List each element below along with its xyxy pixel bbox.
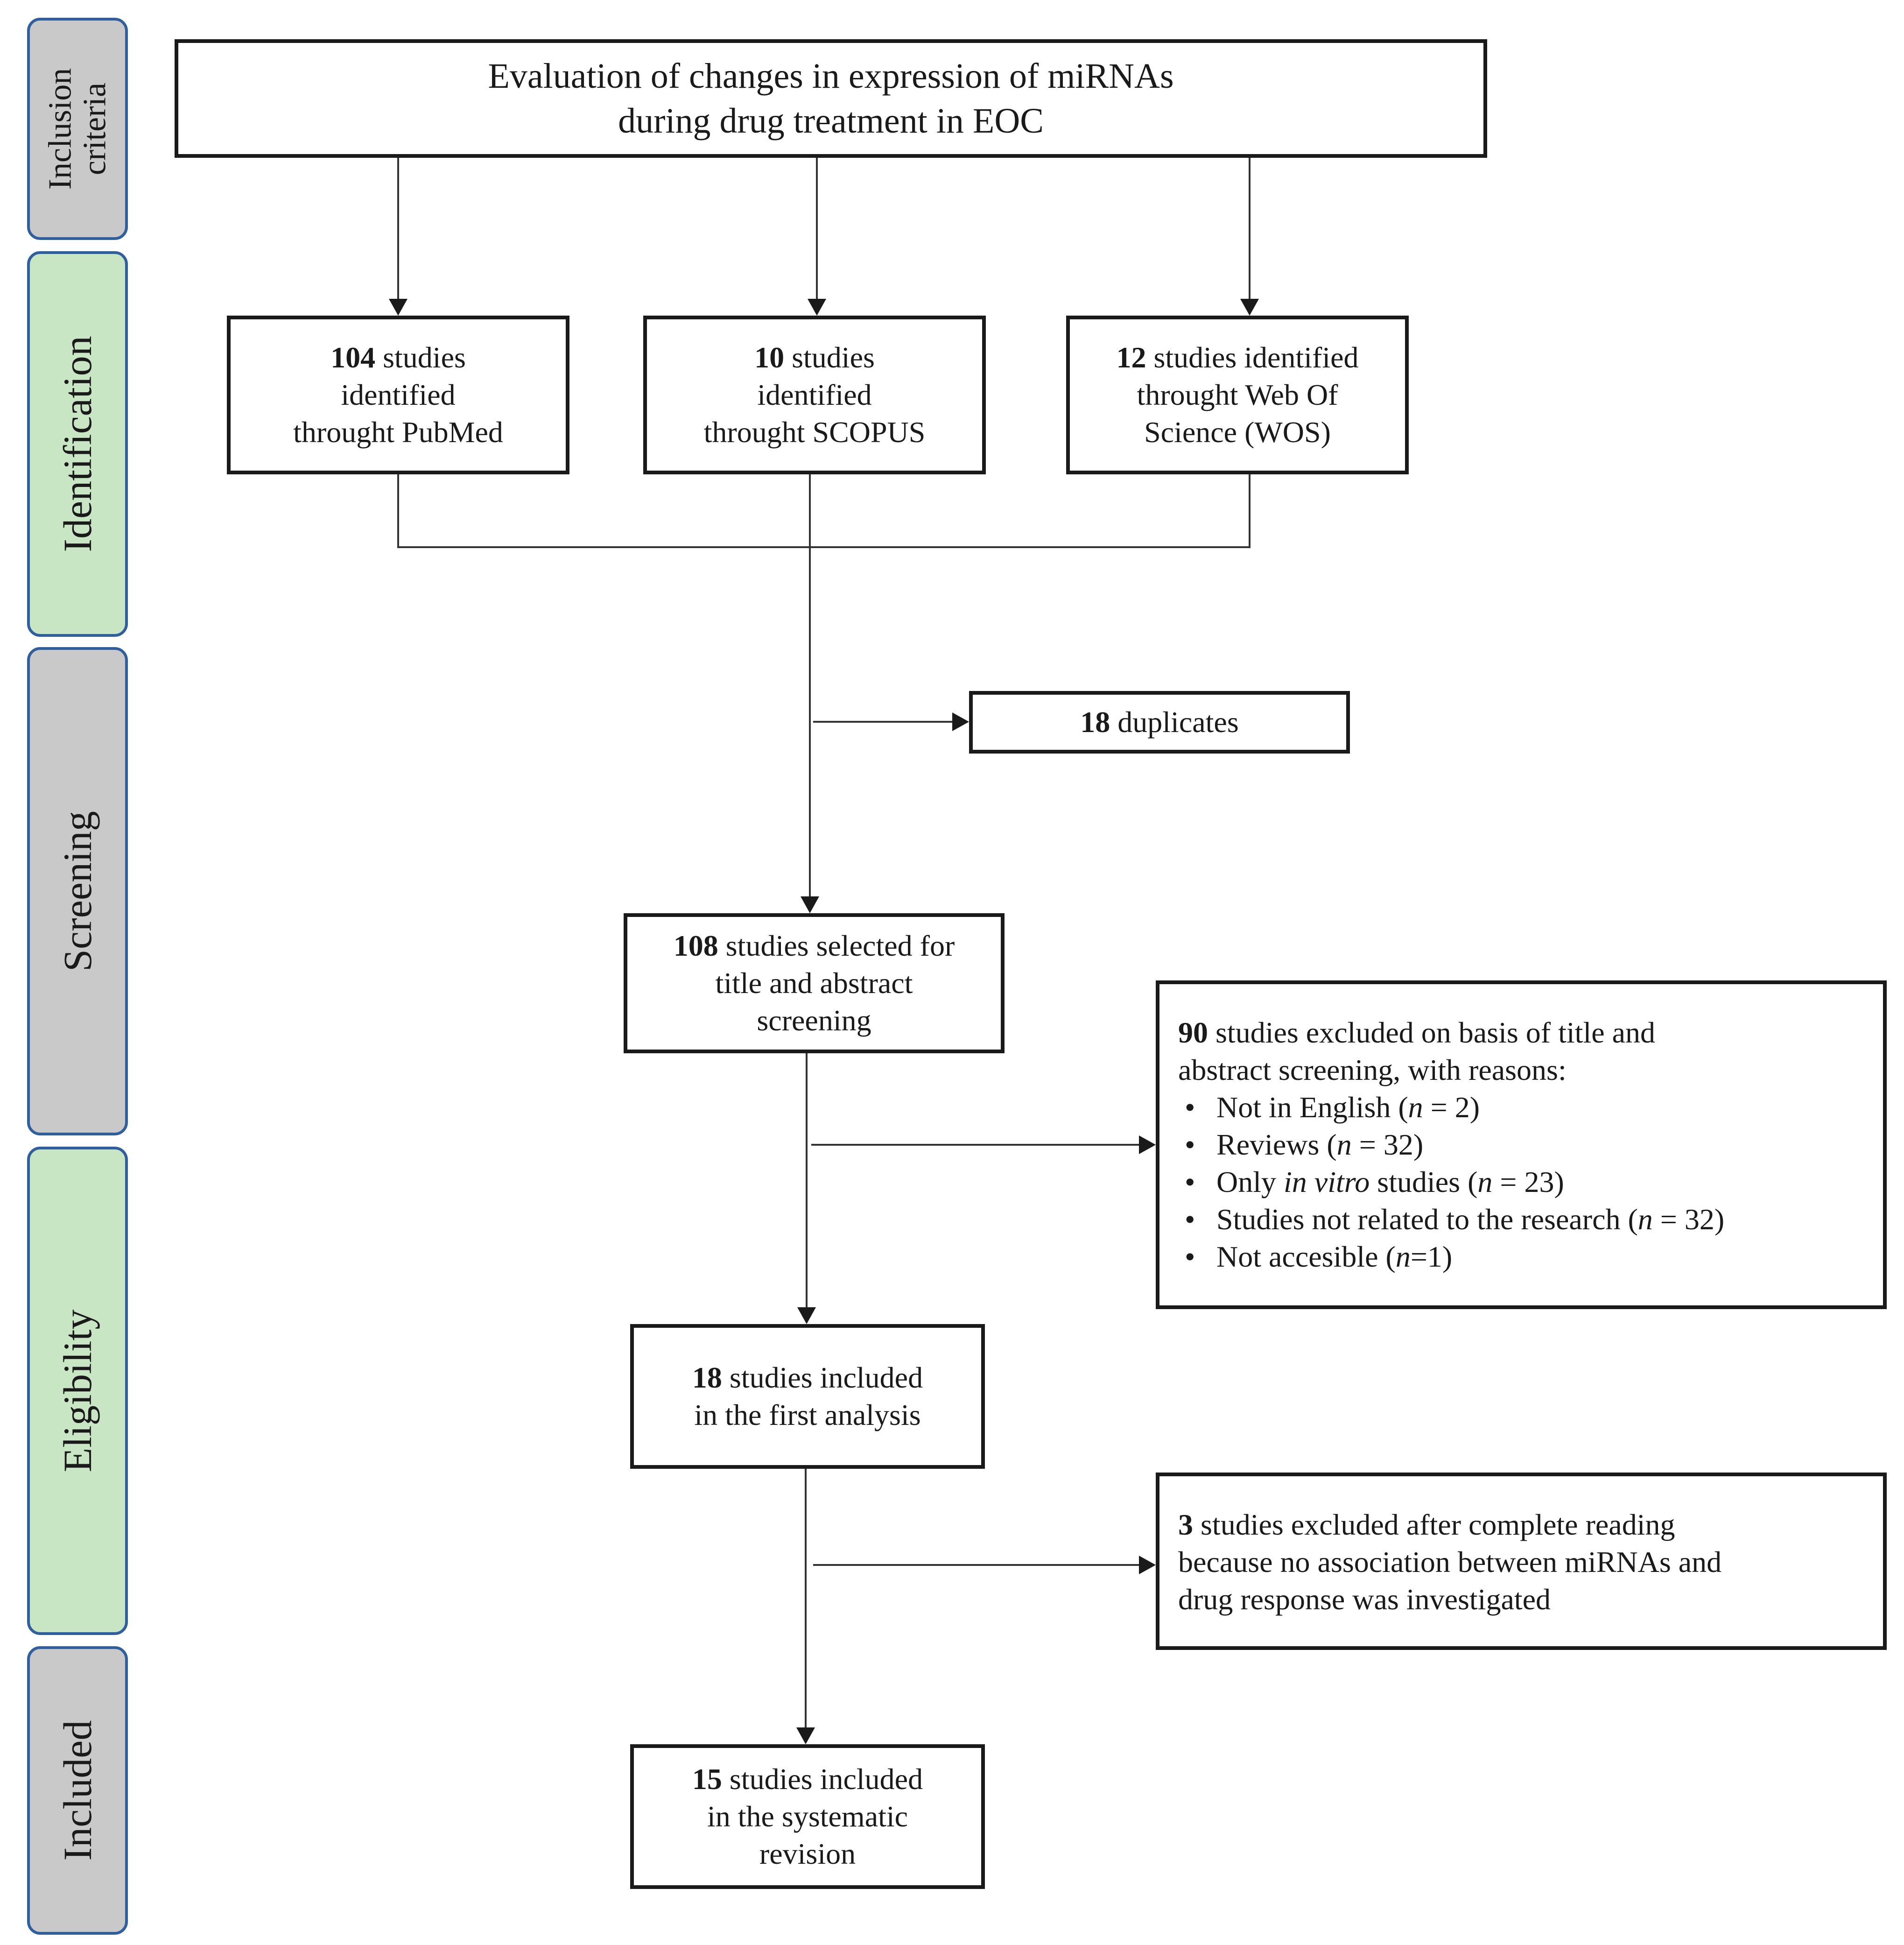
exclusion-reasons-list: Not in English (n = 2) Reviews (n = 32) … xyxy=(1178,1089,1724,1276)
reason-not-english: Not in English (n = 2) xyxy=(1178,1089,1724,1126)
stage-inclusion-criteria: Inclusion criteria xyxy=(27,18,128,240)
final-text2: in the systematic xyxy=(707,1800,908,1833)
scopus-text3: throught SCOPUS xyxy=(703,416,926,449)
final-text3: revision xyxy=(759,1837,856,1870)
pubmed-text3: throught PubMed xyxy=(293,416,503,449)
wos-text1: studies identified xyxy=(1146,341,1359,374)
reason-in-vitro: Only in vitro studies (n = 23) xyxy=(1178,1163,1724,1201)
scopus-text2: identified xyxy=(757,378,872,411)
wos-text3: Science (WOS) xyxy=(1144,416,1331,449)
pubmed-box: 104 studies identified throught PubMed xyxy=(227,316,569,474)
excluded-reading-text3: drug response was investigated xyxy=(1178,1583,1551,1616)
arrowhead-scopus xyxy=(808,299,826,316)
first-analysis-box: 18 studies included in the first analysi… xyxy=(630,1324,985,1469)
merge-line xyxy=(397,474,1251,548)
stage-eligibility: Eligibility xyxy=(27,1147,128,1635)
excluded-screening-count: 90 xyxy=(1178,1016,1208,1049)
excluded-screening-text1: studies excluded on basis of title and xyxy=(1208,1016,1656,1049)
first-analysis-text2: in the first analysis xyxy=(694,1398,921,1431)
excluded-reading-text2: because no association between miRNAs an… xyxy=(1178,1545,1722,1579)
selected-text2: title and abstract xyxy=(715,966,913,1000)
excluded-reading-box: 3 studies excluded after complete readin… xyxy=(1156,1473,1887,1650)
arrowhead-pubmed xyxy=(389,299,407,316)
pubmed-text1: studies xyxy=(375,341,466,374)
arrowhead-selected xyxy=(801,896,819,913)
selected-text3: screening xyxy=(757,1004,871,1037)
stage-screening: Screening xyxy=(27,647,128,1135)
arrowhead-final xyxy=(796,1727,815,1744)
title-line2: during drug treatment in EOC xyxy=(618,101,1044,141)
wos-count: 12 xyxy=(1116,341,1146,374)
first-analysis-count: 18 xyxy=(692,1361,722,1394)
final-count: 15 xyxy=(692,1762,722,1796)
stage-identification: Identification xyxy=(27,251,128,637)
excluded-reading-text1: studies excluded after complete reading xyxy=(1193,1508,1675,1541)
reason-reviews: Reviews (n = 32) xyxy=(1178,1126,1724,1163)
wos-box: 12 studies identified throught Web Of Sc… xyxy=(1066,316,1409,474)
excluded-screening-text2: abstract screening, with reasons: xyxy=(1178,1053,1567,1086)
arrowhead-excluded-reading xyxy=(1139,1556,1156,1574)
arrowhead-duplicates xyxy=(952,712,969,731)
pubmed-count: 104 xyxy=(330,341,376,374)
stage-included: Included xyxy=(27,1646,128,1935)
duplicates-text: duplicates xyxy=(1110,705,1239,739)
scopus-box: 10 studies identified throught SCOPUS xyxy=(643,316,986,474)
selected-screening-box: 108 studies selected for title and abstr… xyxy=(624,913,1005,1053)
arrowhead-first-analysis xyxy=(797,1307,816,1324)
first-analysis-text1: studies included xyxy=(722,1361,923,1394)
selected-text1: studies selected for xyxy=(718,929,955,962)
reason-not-accessible: Not accesible (n=1) xyxy=(1178,1238,1724,1276)
scopus-text1: studies xyxy=(784,341,875,374)
title-line1: Evaluation of changes in expression of m… xyxy=(488,56,1174,96)
duplicates-box: 18 duplicates xyxy=(969,691,1350,754)
final-included-box: 15 studies included in the systematic re… xyxy=(630,1744,985,1889)
scopus-count: 10 xyxy=(754,341,785,374)
excluded-screening-box: 90 studies excluded on basis of title an… xyxy=(1156,980,1887,1309)
selected-count: 108 xyxy=(673,929,718,962)
inclusion-criteria-box: Evaluation of changes in expression of m… xyxy=(175,39,1487,158)
wos-text2: throught Web Of xyxy=(1137,378,1338,411)
arrowhead-wos xyxy=(1240,299,1259,316)
final-text1: studies included xyxy=(722,1762,923,1796)
excluded-reading-count: 3 xyxy=(1178,1508,1193,1541)
duplicates-count: 18 xyxy=(1080,705,1110,739)
pubmed-text2: identified xyxy=(341,378,456,411)
arrowhead-excluded-screening xyxy=(1139,1135,1156,1154)
reason-not-related: Studies not related to the research (n =… xyxy=(1178,1201,1724,1238)
